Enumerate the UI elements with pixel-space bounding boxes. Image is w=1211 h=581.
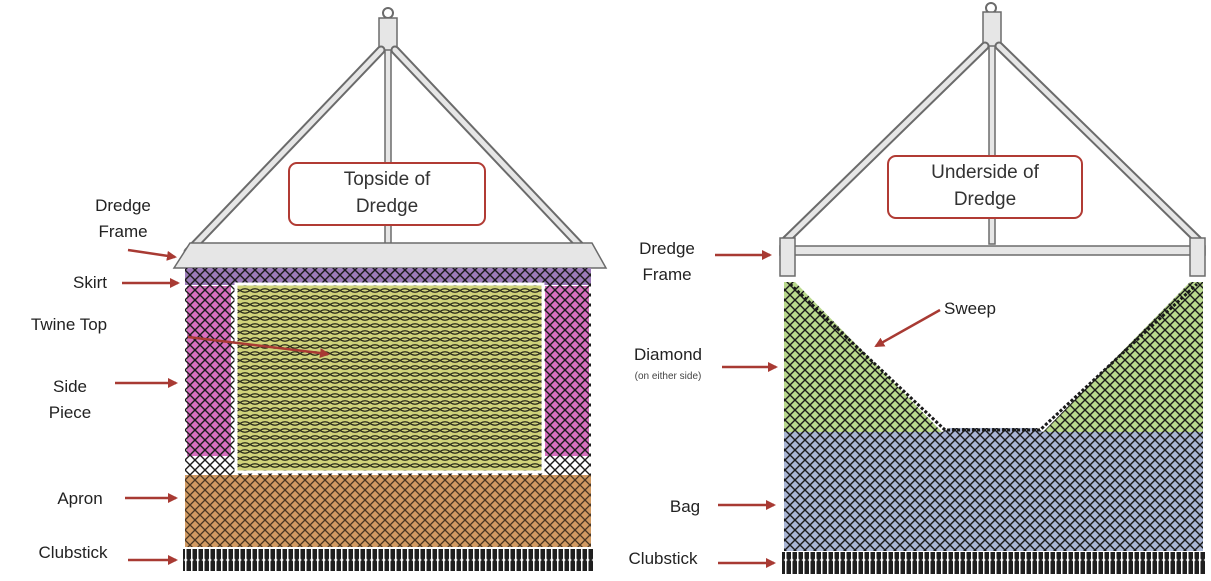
- label-side-piece: Side Piece: [30, 374, 110, 426]
- label-diamond-note: (on either side): [634, 371, 702, 382]
- twine-top-mesh: [234, 282, 545, 474]
- label-dredge-frame-right: Dredge Frame: [622, 236, 712, 288]
- arrow-twine-top: [187, 335, 330, 358]
- skirt-mesh: [185, 268, 591, 285]
- label-clubstick-left: Clubstick: [38, 543, 108, 562]
- dredge-frame: [172, 242, 608, 269]
- topside-title-box: Topside of Dredge: [288, 162, 486, 226]
- label-frame-line1: Dredge: [639, 239, 695, 258]
- label-sweep: Sweep: [944, 299, 996, 318]
- arrow-sweep: [874, 308, 941, 348]
- label-arrows: [115, 248, 941, 568]
- label-frame-line2: Frame: [642, 265, 692, 284]
- underside-title-line1: Underside of: [931, 162, 1039, 183]
- diamond-right-mesh: [1043, 282, 1203, 432]
- clubstick-chain: [183, 549, 593, 571]
- side-piece-right-mesh: [545, 286, 589, 456]
- bag-mesh: [784, 428, 1203, 551]
- dredge-frame: [779, 245, 1206, 256]
- underside-title-line2: Dredge: [953, 189, 1017, 210]
- label-clubstick-right: Clubstick: [628, 549, 698, 568]
- label-bag: Bag: [669, 497, 701, 516]
- label-side-line2: Piece: [48, 403, 92, 422]
- label-diamond: Diamond: [633, 345, 703, 364]
- label-twine-top: Twine Top: [30, 315, 108, 334]
- topside-title-line2: Dredge: [355, 196, 419, 217]
- clubstick-chain: [782, 552, 1206, 574]
- sweep-chain: [788, 282, 1199, 432]
- diamond-left-mesh: [784, 282, 942, 432]
- label-frame-line1: Dredge: [95, 196, 151, 215]
- label-side-line1: Side: [52, 377, 88, 396]
- topside-title-line1: Topside of: [343, 169, 431, 190]
- arrow-frame-left: [127, 248, 177, 261]
- center-rod: [988, 45, 996, 245]
- label-dredge-frame-left: Dredge Frame: [78, 193, 168, 245]
- underside-title-box: Underside of Dredge: [887, 155, 1083, 219]
- underside-dredge: [779, 2, 1206, 574]
- label-skirt: Skirt: [73, 273, 107, 292]
- label-apron: Apron: [57, 489, 103, 508]
- shackle-ring-icon: [382, 7, 394, 19]
- topside-dredge: [172, 7, 608, 571]
- side-piece-left-mesh: [187, 286, 231, 456]
- label-frame-line2: Frame: [98, 222, 148, 241]
- apron-mesh: [185, 475, 591, 547]
